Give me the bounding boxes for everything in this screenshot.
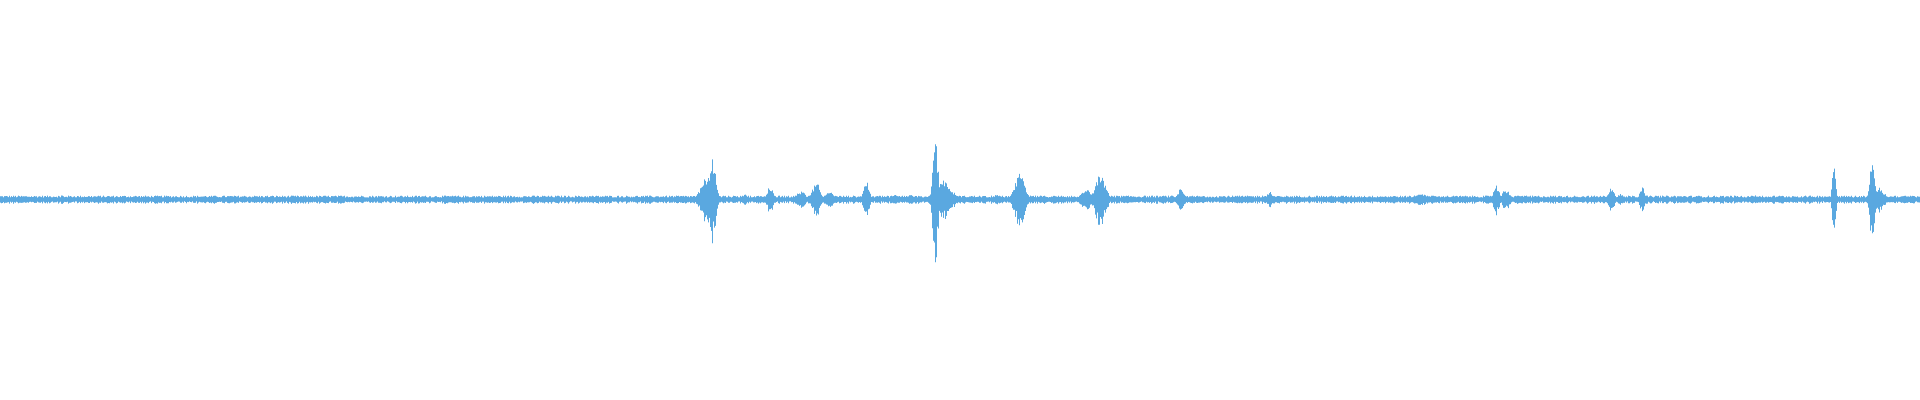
waveform-trace — [0, 144, 1920, 263]
